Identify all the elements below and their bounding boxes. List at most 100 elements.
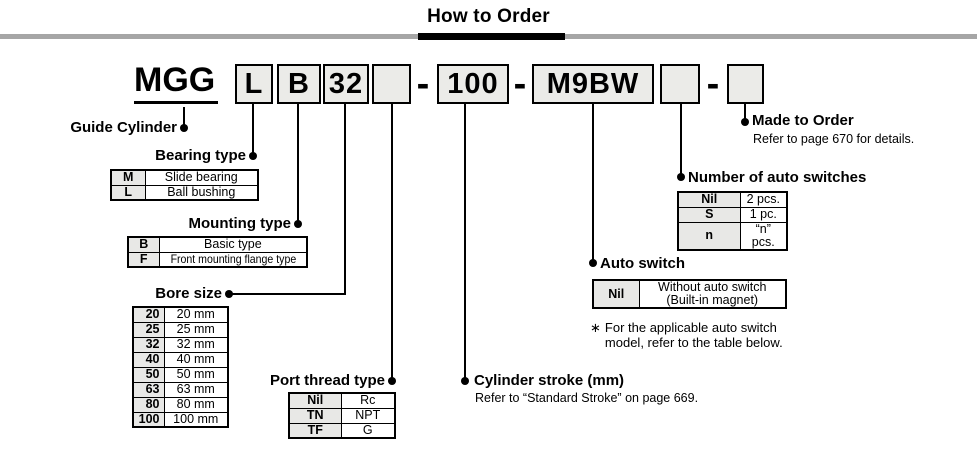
label-mounting-type: Mounting type — [188, 215, 291, 232]
table-row: F Front mounting flange type — [127, 251, 308, 268]
bullet-icon-bore — [225, 290, 233, 298]
label-auto-switch: Auto switch — [600, 255, 685, 272]
port-value: NPT — [340, 407, 396, 424]
model-prefix: MGG — [134, 60, 219, 104]
leader-line-mounting — [297, 104, 299, 224]
code-box-port — [372, 64, 411, 104]
auto-switch-value: Without auto switch (Built-in magnet) — [638, 279, 787, 309]
mounting-key: F — [127, 251, 160, 268]
bearing-key: M — [110, 169, 146, 186]
code-box-bearing: L — [235, 64, 273, 104]
bullet-icon-qty — [677, 173, 685, 181]
leader-line-bore-vertical — [344, 104, 346, 295]
bullet-icon-guide-cylinder — [180, 124, 188, 132]
bore-key: 100 — [132, 411, 165, 428]
bore-key: 50 — [132, 366, 165, 383]
bore-value: 32 mm — [163, 336, 229, 353]
mounting-value: Basic type — [158, 236, 308, 253]
auto-switch-key: Nil — [592, 279, 640, 309]
bearing-type-table: M Slide bearing L Ball bushing — [110, 169, 259, 201]
mounting-type-table: B Basic type F Front mounting flange typ… — [127, 236, 309, 268]
label-bearing-type: Bearing type — [155, 147, 246, 164]
bullet-icon-mounting — [294, 220, 302, 228]
bearing-key: L — [110, 184, 146, 201]
qty-value: 1 pc. — [739, 206, 788, 223]
header-rule-black — [418, 33, 565, 40]
code-separator-2: - — [513, 62, 527, 105]
bore-key: 40 — [132, 351, 165, 368]
code-separator-3: - — [706, 62, 720, 105]
qty-value: “n” pcs. — [739, 221, 788, 250]
bore-value: 80 mm — [163, 396, 229, 413]
leader-line-made-to-order — [744, 104, 746, 122]
label-number-of-auto-switches: Number of auto switches — [688, 169, 867, 186]
bearing-value: Ball bushing — [144, 184, 259, 201]
mounting-value: Front mounting flange type — [158, 251, 308, 268]
qty-value: 2 pcs. — [739, 191, 788, 208]
bore-value: 20 mm — [163, 306, 229, 323]
leader-line-qty — [680, 104, 682, 177]
port-key: TF — [288, 422, 342, 439]
auto-switch-table: Nil Without auto switch (Built-in magnet… — [592, 279, 787, 309]
qty-key: n — [677, 221, 741, 250]
bore-key: 32 — [132, 336, 165, 353]
code-box-bore: 32 — [323, 64, 369, 104]
page-title: How to Order — [427, 6, 550, 27]
table-row: M Slide bearing — [110, 169, 259, 186]
leader-line-auto-switch — [592, 104, 594, 263]
bore-value: 50 mm — [163, 366, 229, 383]
label-guide-cylinder: Guide Cylinder — [70, 119, 177, 136]
bullet-icon-auto-switch — [589, 259, 597, 267]
note-made-to-order: Refer to page 670 for details. — [753, 132, 915, 146]
bore-value: 100 mm — [163, 411, 229, 428]
port-value: G — [340, 422, 396, 439]
bullet-icon-bearing — [249, 152, 257, 160]
table-row: L Ball bushing — [110, 184, 259, 201]
auto-switch-footnote: ∗ For the applicable auto switch model, … — [590, 320, 783, 350]
bore-key: 20 — [132, 306, 165, 323]
label-cylinder-stroke: Cylinder stroke (mm) — [474, 372, 625, 389]
label-bore-size: Bore size — [155, 285, 222, 302]
bore-key: 25 — [132, 321, 165, 338]
bullet-icon-stroke — [461, 377, 469, 385]
bullet-icon-made-to-order — [741, 118, 749, 126]
asterisk-icon: ∗ — [590, 320, 601, 335]
leader-line-bearing — [252, 104, 254, 156]
bore-key: 63 — [132, 381, 165, 398]
bore-key: 80 — [132, 396, 165, 413]
table-row: B Basic type — [127, 236, 308, 253]
bore-value: 40 mm — [163, 351, 229, 368]
qty-key: S — [677, 206, 741, 223]
leader-line-stroke — [464, 104, 466, 381]
leader-line-bore-horizontal — [229, 293, 346, 295]
bore-value: 25 mm — [163, 321, 229, 338]
bore-value: 63 mm — [163, 381, 229, 398]
code-box-auto-switch: M9BW — [532, 64, 654, 104]
code-box-made-to-order — [727, 64, 764, 104]
label-made-to-order: Made to Order — [752, 112, 854, 129]
port-key: TN — [288, 407, 342, 424]
mounting-key: B — [127, 236, 160, 253]
code-box-stroke: 100 — [437, 64, 509, 104]
port-value: Rc — [340, 392, 396, 409]
note-cylinder-stroke: Refer to “Standard Stroke” on page 669. — [475, 391, 699, 405]
code-separator-1: - — [416, 62, 430, 105]
bearing-value: Slide bearing — [144, 169, 259, 186]
port-key: Nil — [288, 392, 342, 409]
leader-line-port — [391, 104, 393, 381]
